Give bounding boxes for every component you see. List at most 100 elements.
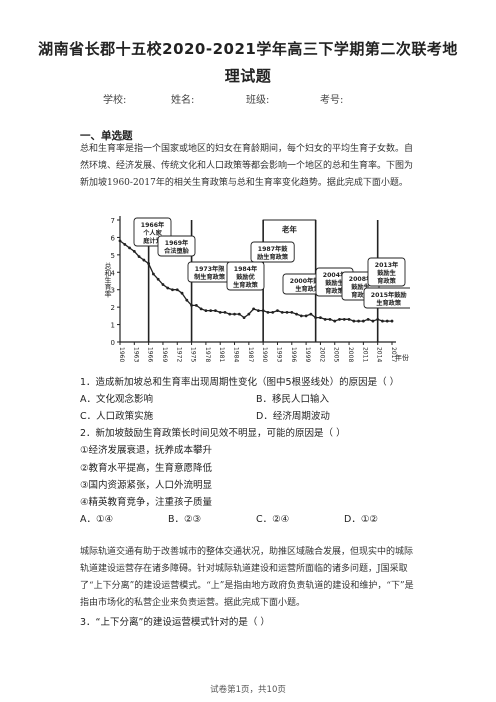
annotation-text: 励生育政策 xyxy=(257,253,289,261)
y-tick-label: 4 xyxy=(111,269,116,277)
passage-2: 城际轨道交通有助于改善城市的整体交通状况，助推区域融合发展，但现实中的城际轨道建… xyxy=(80,547,414,608)
data-point xyxy=(223,310,227,314)
data-point xyxy=(242,316,246,319)
data-point xyxy=(132,249,136,253)
data-point xyxy=(376,317,380,321)
x-tick-label: 1972 xyxy=(175,347,182,362)
annotation-text: 生育政策 xyxy=(295,285,321,293)
annotation-text: 鼓励生 xyxy=(351,283,370,291)
data-point xyxy=(228,312,232,316)
annotation-text: 2004年 xyxy=(323,271,347,279)
data-point xyxy=(347,317,351,321)
data-point xyxy=(309,312,313,316)
fertility-series-line xyxy=(119,240,392,322)
data-point xyxy=(361,319,365,323)
q2-option-c: C．②④ xyxy=(256,514,290,525)
annotation-text: 1973年限 xyxy=(195,265,225,273)
x-axis-label: 年份 xyxy=(395,353,409,362)
annotation-text: 2000年鼓励 xyxy=(290,277,326,285)
data-point xyxy=(319,316,322,319)
data-point xyxy=(280,310,284,314)
x-tick-label: 2005 xyxy=(333,347,340,362)
data-point xyxy=(166,286,170,290)
x-tick-label: 1960 xyxy=(118,347,125,362)
annotation-text: 鼓励生 xyxy=(377,269,396,277)
q2-option-a: A．①④ xyxy=(80,514,114,525)
x-tick-label: 2014 xyxy=(376,347,383,362)
data-point xyxy=(233,312,236,316)
data-point xyxy=(304,314,308,318)
data-point xyxy=(199,307,203,311)
annotation-box xyxy=(363,287,410,309)
question-2: 2．新加坡鼓励生育政策长时间见效不明显，可能的原因是（ ） xyxy=(80,428,346,439)
data-point xyxy=(290,310,294,314)
x-tick-label: 1987 xyxy=(247,347,254,362)
data-point xyxy=(266,310,270,314)
x-tick-label: 1978 xyxy=(204,347,211,362)
annotation-text: 生育政策 xyxy=(376,299,402,307)
annotation-text: 个人家 xyxy=(142,229,162,237)
data-point xyxy=(171,288,174,292)
question-1: 1．造成新加坡总和生育率出现周期性变化（图中5根竖线处）的原因是（ ） xyxy=(80,377,400,388)
data-point xyxy=(276,309,279,313)
data-point xyxy=(128,246,131,250)
data-point xyxy=(218,310,222,314)
annotation-box xyxy=(226,261,265,291)
annotation-text: 鼓励生 xyxy=(325,279,344,287)
data-point xyxy=(204,309,208,313)
page-footer: 试卷第1页，共10页 xyxy=(210,685,286,695)
question-3: 3．“上下分离”的建设运营模式针对的是（ ） xyxy=(80,617,270,628)
data-point xyxy=(299,314,303,318)
data-point xyxy=(385,319,389,323)
data-point xyxy=(366,317,370,321)
annotation-text: 1984年 xyxy=(234,265,258,273)
annotation-text: 2013年 xyxy=(375,261,399,269)
data-point xyxy=(123,243,127,246)
y-tick-label: 6 xyxy=(111,234,116,242)
q2-option-d: D．①② xyxy=(344,514,378,525)
annotation-box xyxy=(157,235,196,257)
annotation-text: 育政策 xyxy=(325,287,344,295)
q1-option-b: B．移民人口输入 xyxy=(256,394,330,405)
y-tick-label: 2 xyxy=(111,304,115,312)
era-bracket xyxy=(262,219,317,224)
annotation-text: 育政策 xyxy=(377,277,396,285)
q2-item-4: ④精英教育竞争，注重孩子质量 xyxy=(80,497,213,508)
data-point xyxy=(156,277,160,281)
x-tick-label: 1999 xyxy=(304,347,311,362)
x-tick-label: 2002 xyxy=(318,347,325,362)
annotation-box xyxy=(250,241,295,263)
data-point xyxy=(371,319,375,323)
data-point xyxy=(333,319,337,323)
class-label: 班级: xyxy=(246,95,270,106)
data-point xyxy=(161,283,165,286)
q1-option-d: D．经济周期波动 xyxy=(256,411,330,422)
annotation-text: 1969年 xyxy=(165,239,189,247)
data-point xyxy=(137,255,141,258)
data-point xyxy=(180,291,184,295)
data-point xyxy=(118,239,122,243)
data-point xyxy=(194,304,198,307)
data-point xyxy=(314,316,318,319)
y-tick-label: 7 xyxy=(111,217,115,225)
annotation-text: 生育政策 xyxy=(233,281,259,289)
data-point xyxy=(237,312,241,316)
data-point xyxy=(390,319,394,323)
annotation-box xyxy=(367,257,406,287)
data-point xyxy=(338,317,341,321)
q1-option-c: C．人口政策实施 xyxy=(80,411,154,422)
data-point xyxy=(252,307,256,311)
annotation-text: 制生育政策 xyxy=(194,273,226,281)
x-tick-label: 1966 xyxy=(147,347,154,362)
data-point xyxy=(285,310,289,314)
x-tick-label: 1984 xyxy=(233,347,240,362)
data-point xyxy=(256,309,260,313)
q2-item-3: ③国内资源紧张，人口外流明显 xyxy=(80,480,213,491)
q2-item-1: ①经济发展衰退，抚养成本攀升 xyxy=(80,445,213,456)
era-bracket-label: 老年 xyxy=(281,224,297,234)
x-tick-label: 1981 xyxy=(218,347,225,362)
data-point xyxy=(328,317,332,321)
data-point xyxy=(261,309,265,313)
x-tick-label: 2011 xyxy=(361,347,368,362)
